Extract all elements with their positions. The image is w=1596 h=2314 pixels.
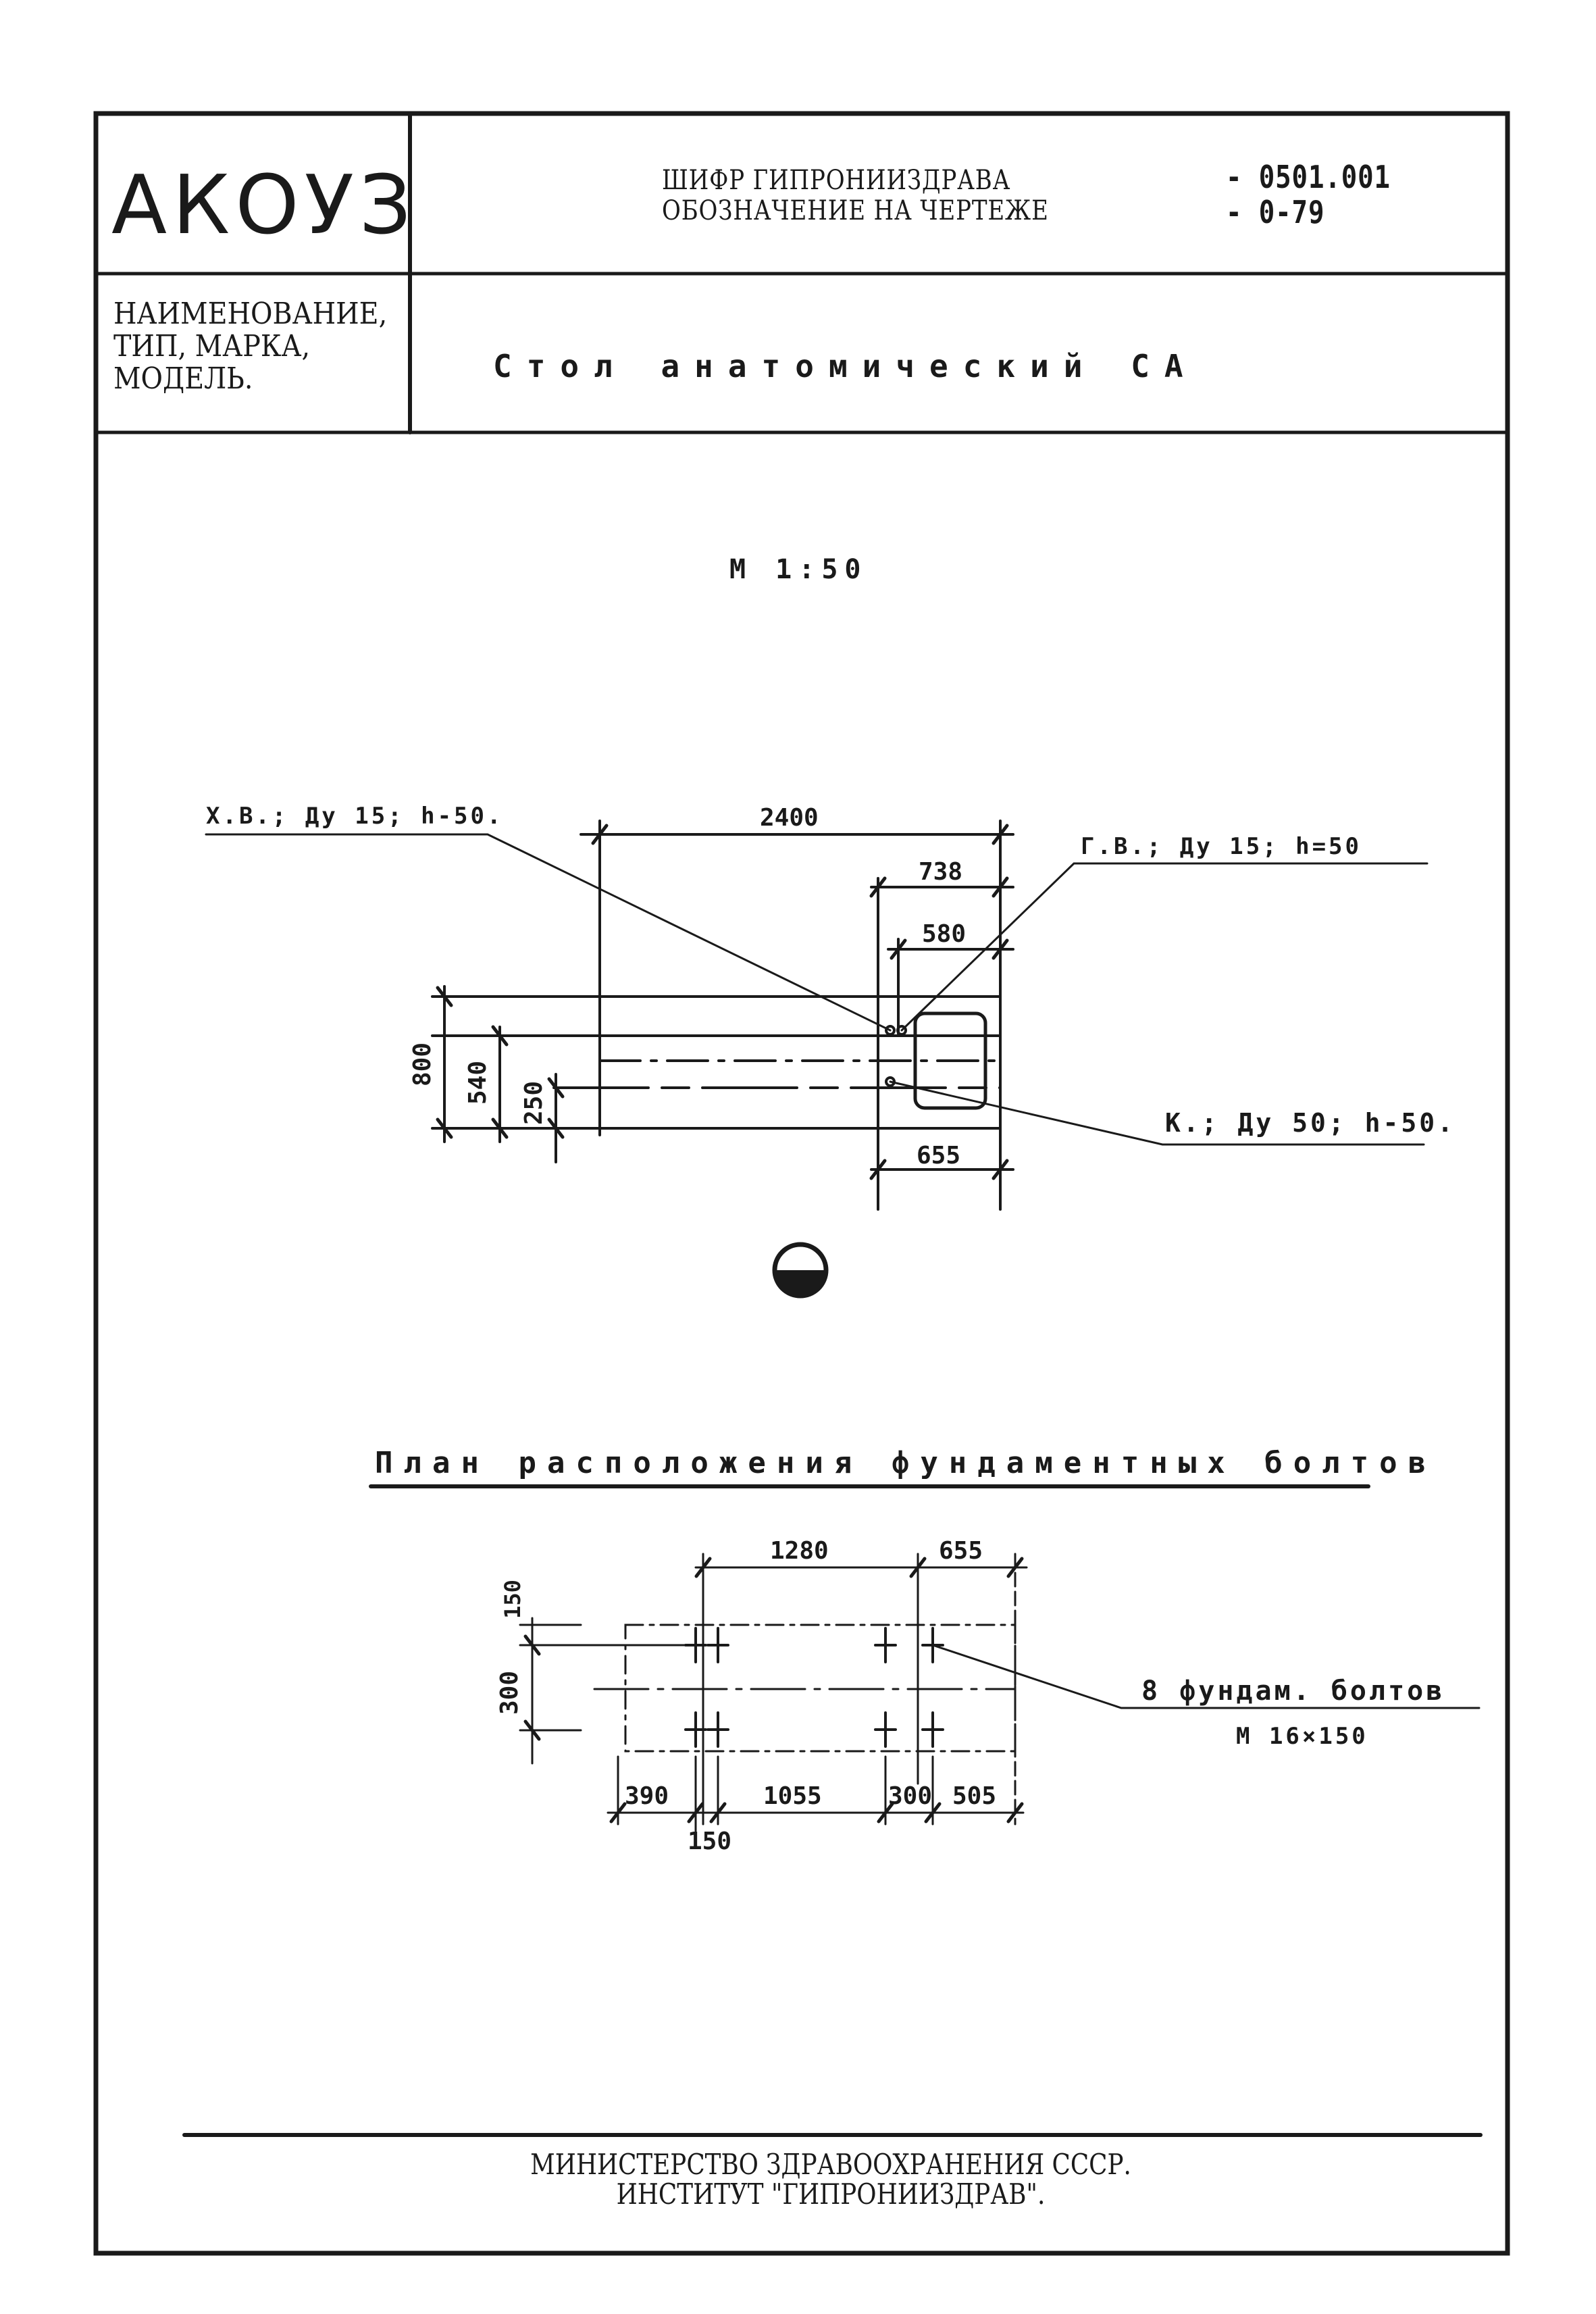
dim-300-left: 300 <box>496 1670 524 1715</box>
dim-505: 505 <box>952 1782 997 1810</box>
footer-ministry: МИНИСТЕРСТВО ЗДРАВООХРАНЕНИЯ СССР. <box>530 2148 1131 2181</box>
dim-540: 540 <box>464 1060 492 1105</box>
equipment-name: Стол анатомический СА <box>493 348 1198 384</box>
callout-sewer: К.; Ду 50; h-50. <box>1165 1108 1456 1138</box>
dim-1055: 1055 <box>763 1782 822 1810</box>
leader-hot-water <box>900 862 1428 1032</box>
sheet-frame <box>93 111 1510 2256</box>
designation-value: - 0-79 <box>1226 194 1325 230</box>
name-label-line1: НАИМЕНОВАНИЕ, <box>113 297 388 331</box>
dim-390: 390 <box>625 1782 669 1810</box>
callout-hot-water: Г.В.; Ду 15; h=50 <box>1081 833 1362 860</box>
dim-655: 655 <box>917 1142 961 1169</box>
dim-2400: 2400 <box>760 804 819 832</box>
dim-655-top: 655 <box>939 1537 983 1565</box>
dim-150-left: 150 <box>499 1580 525 1619</box>
dim-250: 250 <box>520 1080 548 1126</box>
bolt-callout-count: 8 фундам. болтов <box>1141 1676 1445 1707</box>
footer-institute: ИНСТИТУТ "ГИПРОНИИЗДРАВ". <box>616 2178 1046 2211</box>
leader-cold-water <box>205 833 892 1032</box>
dim-580: 580 <box>922 920 967 948</box>
dim-150-below: 150 <box>688 1828 732 1855</box>
dim-300-bottom: 300 <box>888 1782 933 1810</box>
name-label-line3: МОДЕЛЬ. <box>113 361 253 396</box>
leader-bolts <box>931 1644 1481 1709</box>
org-logo: АКОУЗ <box>111 159 417 253</box>
bolt-plan-title: План расположения фундаментных болтов <box>375 1446 1437 1480</box>
dim-738: 738 <box>919 858 963 886</box>
bolt-plan <box>519 1553 1481 1832</box>
table-plan <box>205 820 1428 1211</box>
name-label-line2: ТИП, МАРКА, <box>113 329 311 363</box>
callout-cold-water: Х.В.; Ду 15; h-50. <box>206 803 504 830</box>
dim-1280: 1280 <box>770 1537 829 1565</box>
cipher-value: - 0501.001 <box>1226 159 1391 195</box>
bolts <box>684 1627 944 1748</box>
dim-800: 800 <box>409 1042 437 1087</box>
designation-label: ОБОЗНАЧЕНИЕ НА ЧЕРТЕЖЕ <box>662 195 1049 226</box>
leader-sewer <box>889 1080 1425 1146</box>
scale-label: М 1:50 <box>729 554 868 585</box>
floor-drain-symbol-icon <box>772 1242 829 1299</box>
bolt-callout-size: М 16×150 <box>1236 1723 1368 1750</box>
cipher-label: ШИФР ГИПРОНИИЗДРАВА <box>662 165 1011 196</box>
